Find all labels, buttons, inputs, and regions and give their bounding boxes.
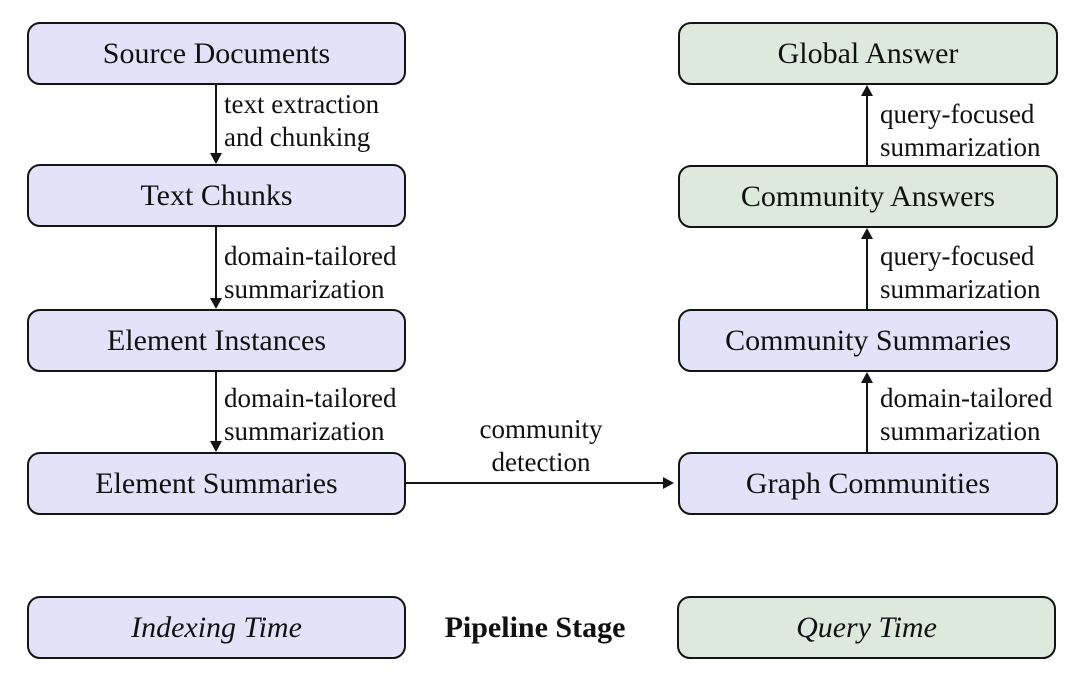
- arrowhead-source-to-chunks: [210, 153, 222, 164]
- edge-label-text-extraction: text extraction and chunking: [224, 88, 379, 154]
- node-community-summaries: Community Summaries: [678, 309, 1058, 372]
- arrowhead-communities-to-summaries: [861, 372, 873, 383]
- node-global-answer: Global Answer: [678, 22, 1058, 85]
- arrowhead-summaries-to-answers: [861, 228, 873, 239]
- edge-label-line: detection: [491, 447, 591, 477]
- node-element-instances: Element Instances: [27, 309, 406, 372]
- edge-label-query-summarization-2: query-focused summarization: [880, 240, 1040, 306]
- legend-pipeline-stage-title: Pipeline Stage: [444, 611, 626, 644]
- arrow-source-to-chunks: [215, 85, 217, 155]
- edge-label-line: summarization: [880, 274, 1041, 304]
- edge-label-line: summarization: [880, 132, 1041, 162]
- node-graph-communities: Graph Communities: [678, 452, 1058, 515]
- legend-query-time: Query Time: [677, 596, 1056, 659]
- edge-label-query-summarization-1: query-focused summarization: [880, 98, 1040, 164]
- node-community-answers: Community Answers: [678, 165, 1058, 228]
- edge-label-line: and chunking: [224, 122, 371, 152]
- node-source-documents: Source Documents: [27, 22, 406, 85]
- legend-indexing-time: Indexing Time: [27, 596, 406, 659]
- edge-label-domain-summarization-2: domain-tailored summarization: [224, 382, 396, 448]
- arrow-instances-to-summaries: [215, 372, 217, 442]
- arrowhead-summaries-to-communities: [663, 477, 674, 489]
- edge-label-line: summarization: [224, 416, 385, 446]
- arrow-communities-to-summaries: [866, 382, 868, 452]
- edge-label-community-detection: community detection: [441, 413, 641, 479]
- node-element-summaries: Element Summaries: [27, 452, 406, 515]
- edge-label-line: query-focused: [880, 99, 1035, 129]
- edge-label-line: text extraction: [224, 89, 380, 119]
- edge-label-line: domain-tailored: [224, 241, 397, 271]
- edge-label-line: summarization: [224, 274, 385, 304]
- edge-label-domain-summarization-1: domain-tailored summarization: [224, 240, 396, 306]
- edge-label-line: domain-tailored: [880, 383, 1053, 413]
- edge-label-domain-summarization-3: domain-tailored summarization: [880, 382, 1052, 448]
- arrow-summaries-to-answers: [866, 238, 868, 309]
- edge-label-line: domain-tailored: [224, 383, 397, 413]
- edge-label-line: query-focused: [880, 241, 1035, 271]
- arrowhead-chunks-to-instances: [210, 298, 222, 309]
- arrow-chunks-to-instances: [215, 227, 217, 299]
- arrowhead-instances-to-summaries: [210, 441, 222, 452]
- arrow-answers-to-global: [866, 95, 868, 165]
- arrowhead-answers-to-global: [861, 85, 873, 96]
- edge-label-line: community: [479, 414, 603, 444]
- edge-label-line: summarization: [880, 416, 1041, 446]
- arrow-summaries-to-communities: [406, 482, 664, 484]
- node-text-chunks: Text Chunks: [27, 164, 406, 227]
